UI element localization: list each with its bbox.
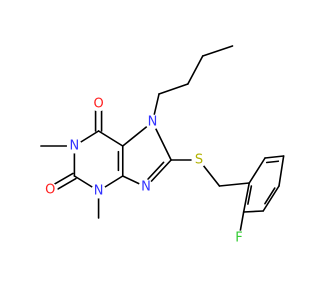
atom-label-n9: N (141, 180, 151, 195)
atom-label-n7: N (148, 115, 158, 130)
bond (264, 155, 285, 159)
atom-label-background (145, 114, 161, 130)
atom-label-layer: N N N N O O S F (42, 96, 247, 246)
atom-label-f: F (235, 231, 242, 246)
atom-label-n1: N (70, 139, 80, 154)
atom-label-o2: O (45, 183, 55, 198)
atom-label-s: S (195, 153, 203, 168)
atom-label-background (191, 152, 207, 168)
bond (242, 182, 251, 213)
bond (242, 210, 264, 213)
bond (147, 161, 165, 180)
bond (218, 182, 251, 187)
atom-label-background (91, 183, 107, 199)
bond (97, 130, 124, 147)
bond (265, 160, 280, 164)
bond (247, 185, 253, 205)
bond (187, 55, 204, 85)
bond (278, 155, 285, 187)
atom-label-background (91, 96, 107, 112)
atom-label-n3: N (94, 184, 104, 199)
atom-label-background (66, 138, 82, 154)
bond (248, 157, 266, 184)
atom-label-background (42, 182, 58, 198)
bond (264, 187, 276, 205)
atom-label-background (138, 179, 154, 195)
bond (262, 185, 280, 212)
bond (201, 45, 234, 57)
atom-label-o6: O (93, 97, 103, 112)
molecule-structure: N N N N O O S F (40, 45, 285, 246)
bond (158, 83, 189, 95)
atom-label-background (231, 230, 247, 246)
